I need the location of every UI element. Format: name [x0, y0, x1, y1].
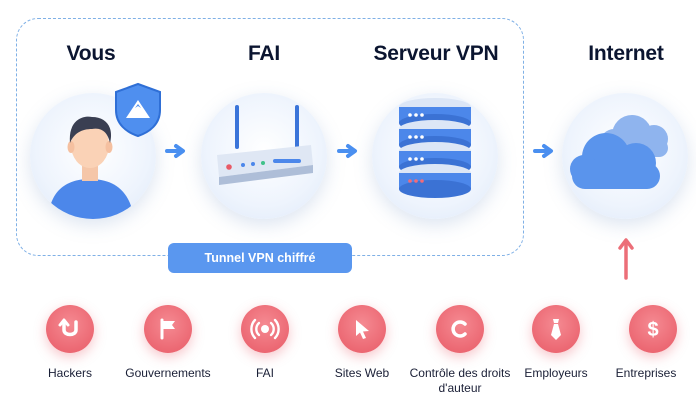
- vpn-server-circle: [372, 93, 498, 219]
- websites-threat: [338, 305, 386, 353]
- shield-icon: [115, 82, 161, 138]
- arrow-right-icon: [533, 144, 553, 158]
- router-icon: [217, 105, 313, 185]
- arrow-right-icon: [337, 144, 357, 158]
- node-title-internet: Internet: [588, 42, 664, 65]
- employers-threat: [532, 305, 580, 353]
- flag-icon: [160, 318, 175, 340]
- internet-circle: [562, 93, 688, 219]
- arrow-up-icon: [618, 238, 634, 280]
- threat-label-isp: FAI: [255, 366, 274, 380]
- you-circle: [30, 93, 156, 219]
- node-title-vpn-server: Serveur VPN: [373, 42, 499, 65]
- cloud-icon: [570, 115, 668, 189]
- broadcast-icon: [250, 318, 280, 340]
- tie-icon: [551, 319, 561, 340]
- tunnel-label: Tunnel VPN chiffré: [168, 243, 352, 273]
- isp-threat: [241, 305, 289, 353]
- dollar-icon: $: [647, 319, 658, 341]
- server-stack-icon: [399, 98, 471, 198]
- arrow-right-icon: [165, 144, 185, 158]
- cursor-icon: [356, 320, 369, 339]
- threat-label-governments: Gouvernements: [125, 366, 211, 380]
- threat-label-websites: Sites Web: [334, 366, 390, 380]
- copyright-icon: [451, 320, 467, 338]
- copyright-threat: [436, 305, 484, 353]
- threat-label-companies: Entreprises: [615, 366, 677, 380]
- companies-threat: $: [629, 305, 677, 353]
- svg-text:$: $: [647, 319, 658, 341]
- u-turn-icon: [58, 318, 78, 337]
- isp-circle: [201, 93, 327, 219]
- user-avatar-icon: [48, 116, 134, 219]
- threat-label-employers: Employeurs: [524, 366, 588, 380]
- node-title-isp: FAI: [247, 42, 281, 65]
- node-title-you: Vous: [66, 42, 116, 65]
- threat-label-hackers: Hackers: [47, 366, 92, 380]
- threat-label-copyright: Contrôle des droits d'auteur: [409, 366, 511, 395]
- hackers-threat: [46, 305, 94, 353]
- governments-threat: [144, 305, 192, 353]
